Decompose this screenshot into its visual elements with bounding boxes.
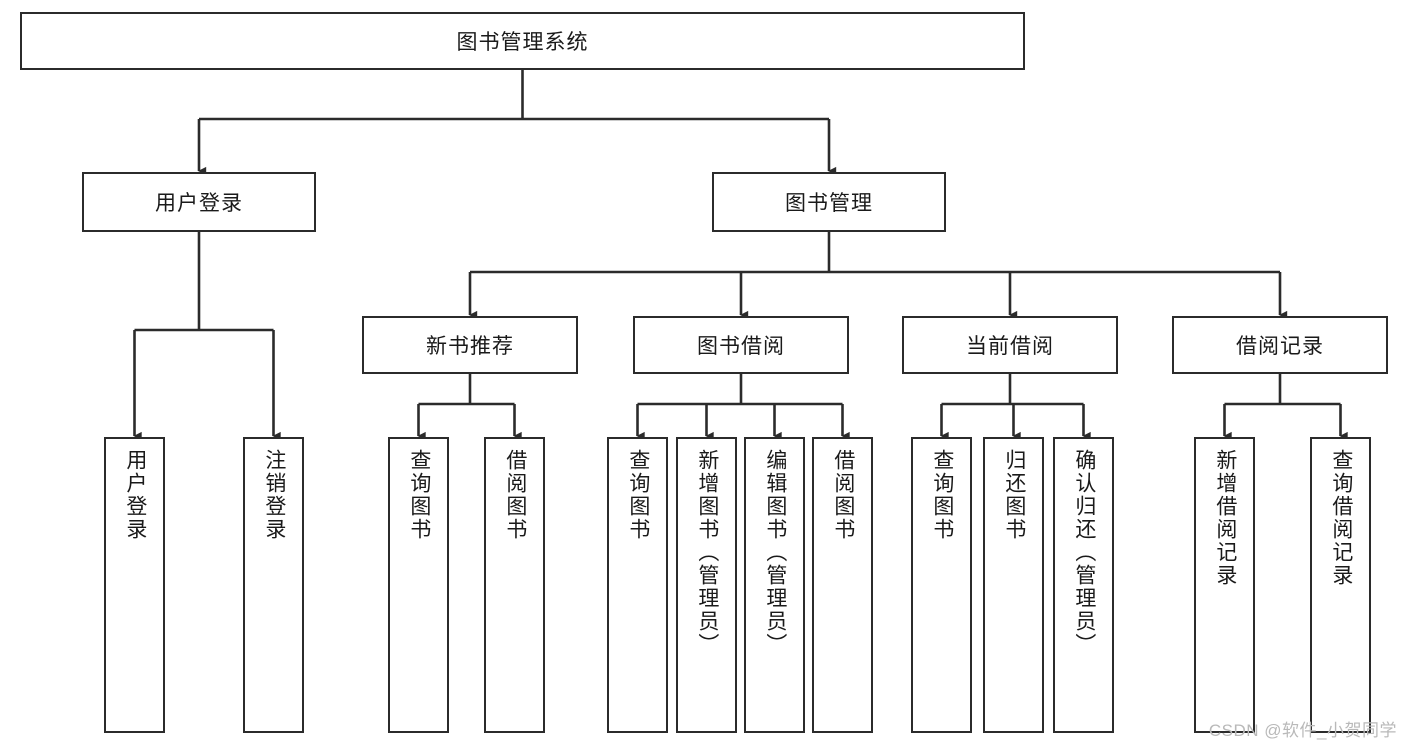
- node-label-leaf-query-book-3: 查询图书: [930, 449, 954, 541]
- node-book-manage[interactable]: 图书管理: [712, 172, 946, 232]
- node-label-leaf-logout: 注销登录: [262, 449, 286, 541]
- node-leaf-edit-book[interactable]: 编辑图书（管理员）: [744, 437, 805, 733]
- node-label-leaf-query-book-2: 查询图书: [626, 449, 650, 541]
- node-label-root: 图书管理系统: [456, 31, 589, 54]
- node-label-book-borrow: 图书借阅: [697, 335, 785, 358]
- node-leaf-borrow-book-1[interactable]: 借阅图书: [484, 437, 545, 733]
- node-current-borrow[interactable]: 当前借阅: [902, 316, 1118, 374]
- node-label-borrow-record: 借阅记录: [1236, 335, 1324, 358]
- node-label-leaf-user-login: 用户登录: [123, 449, 147, 541]
- node-label-current-borrow: 当前借阅: [966, 335, 1054, 358]
- node-leaf-query-book-2[interactable]: 查询图书: [607, 437, 668, 733]
- node-leaf-query-book-3[interactable]: 查询图书: [911, 437, 972, 733]
- csdn-watermark: CSDN @软件_小贺同学: [1208, 721, 1397, 740]
- node-leaf-add-record[interactable]: 新增借阅记录: [1194, 437, 1255, 733]
- node-label-leaf-query-record: 查询借阅记录: [1329, 449, 1353, 587]
- node-label-user-login: 用户登录: [155, 192, 243, 215]
- node-label-leaf-add-record: 新增借阅记录: [1213, 449, 1237, 587]
- node-leaf-return-book[interactable]: 归还图书: [983, 437, 1044, 733]
- node-label-leaf-add-book: 新增图书（管理员）: [695, 449, 719, 656]
- node-leaf-add-book[interactable]: 新增图书（管理员）: [676, 437, 737, 733]
- node-label-book-manage: 图书管理: [785, 192, 873, 215]
- node-label-new-book-rec: 新书推荐: [426, 335, 514, 358]
- node-label-leaf-borrow-book-1: 借阅图书: [503, 449, 527, 541]
- node-root[interactable]: 图书管理系统: [20, 12, 1025, 70]
- node-leaf-query-record[interactable]: 查询借阅记录: [1310, 437, 1371, 733]
- node-label-leaf-return-book: 归还图书: [1002, 449, 1026, 541]
- node-label-leaf-query-book-1: 查询图书: [407, 449, 431, 541]
- node-book-borrow[interactable]: 图书借阅: [633, 316, 849, 374]
- node-label-leaf-edit-book: 编辑图书（管理员）: [763, 449, 787, 656]
- node-user-login[interactable]: 用户登录: [82, 172, 316, 232]
- node-label-leaf-borrow-book-2: 借阅图书: [831, 449, 855, 541]
- node-new-book-rec[interactable]: 新书推荐: [362, 316, 578, 374]
- node-leaf-logout[interactable]: 注销登录: [243, 437, 304, 733]
- node-leaf-user-login[interactable]: 用户登录: [104, 437, 165, 733]
- node-leaf-confirm-return[interactable]: 确认归还（管理员）: [1053, 437, 1114, 733]
- node-borrow-record[interactable]: 借阅记录: [1172, 316, 1388, 374]
- node-label-leaf-confirm-return: 确认归还（管理员）: [1072, 449, 1096, 656]
- node-leaf-borrow-book-2[interactable]: 借阅图书: [812, 437, 873, 733]
- node-leaf-query-book-1[interactable]: 查询图书: [388, 437, 449, 733]
